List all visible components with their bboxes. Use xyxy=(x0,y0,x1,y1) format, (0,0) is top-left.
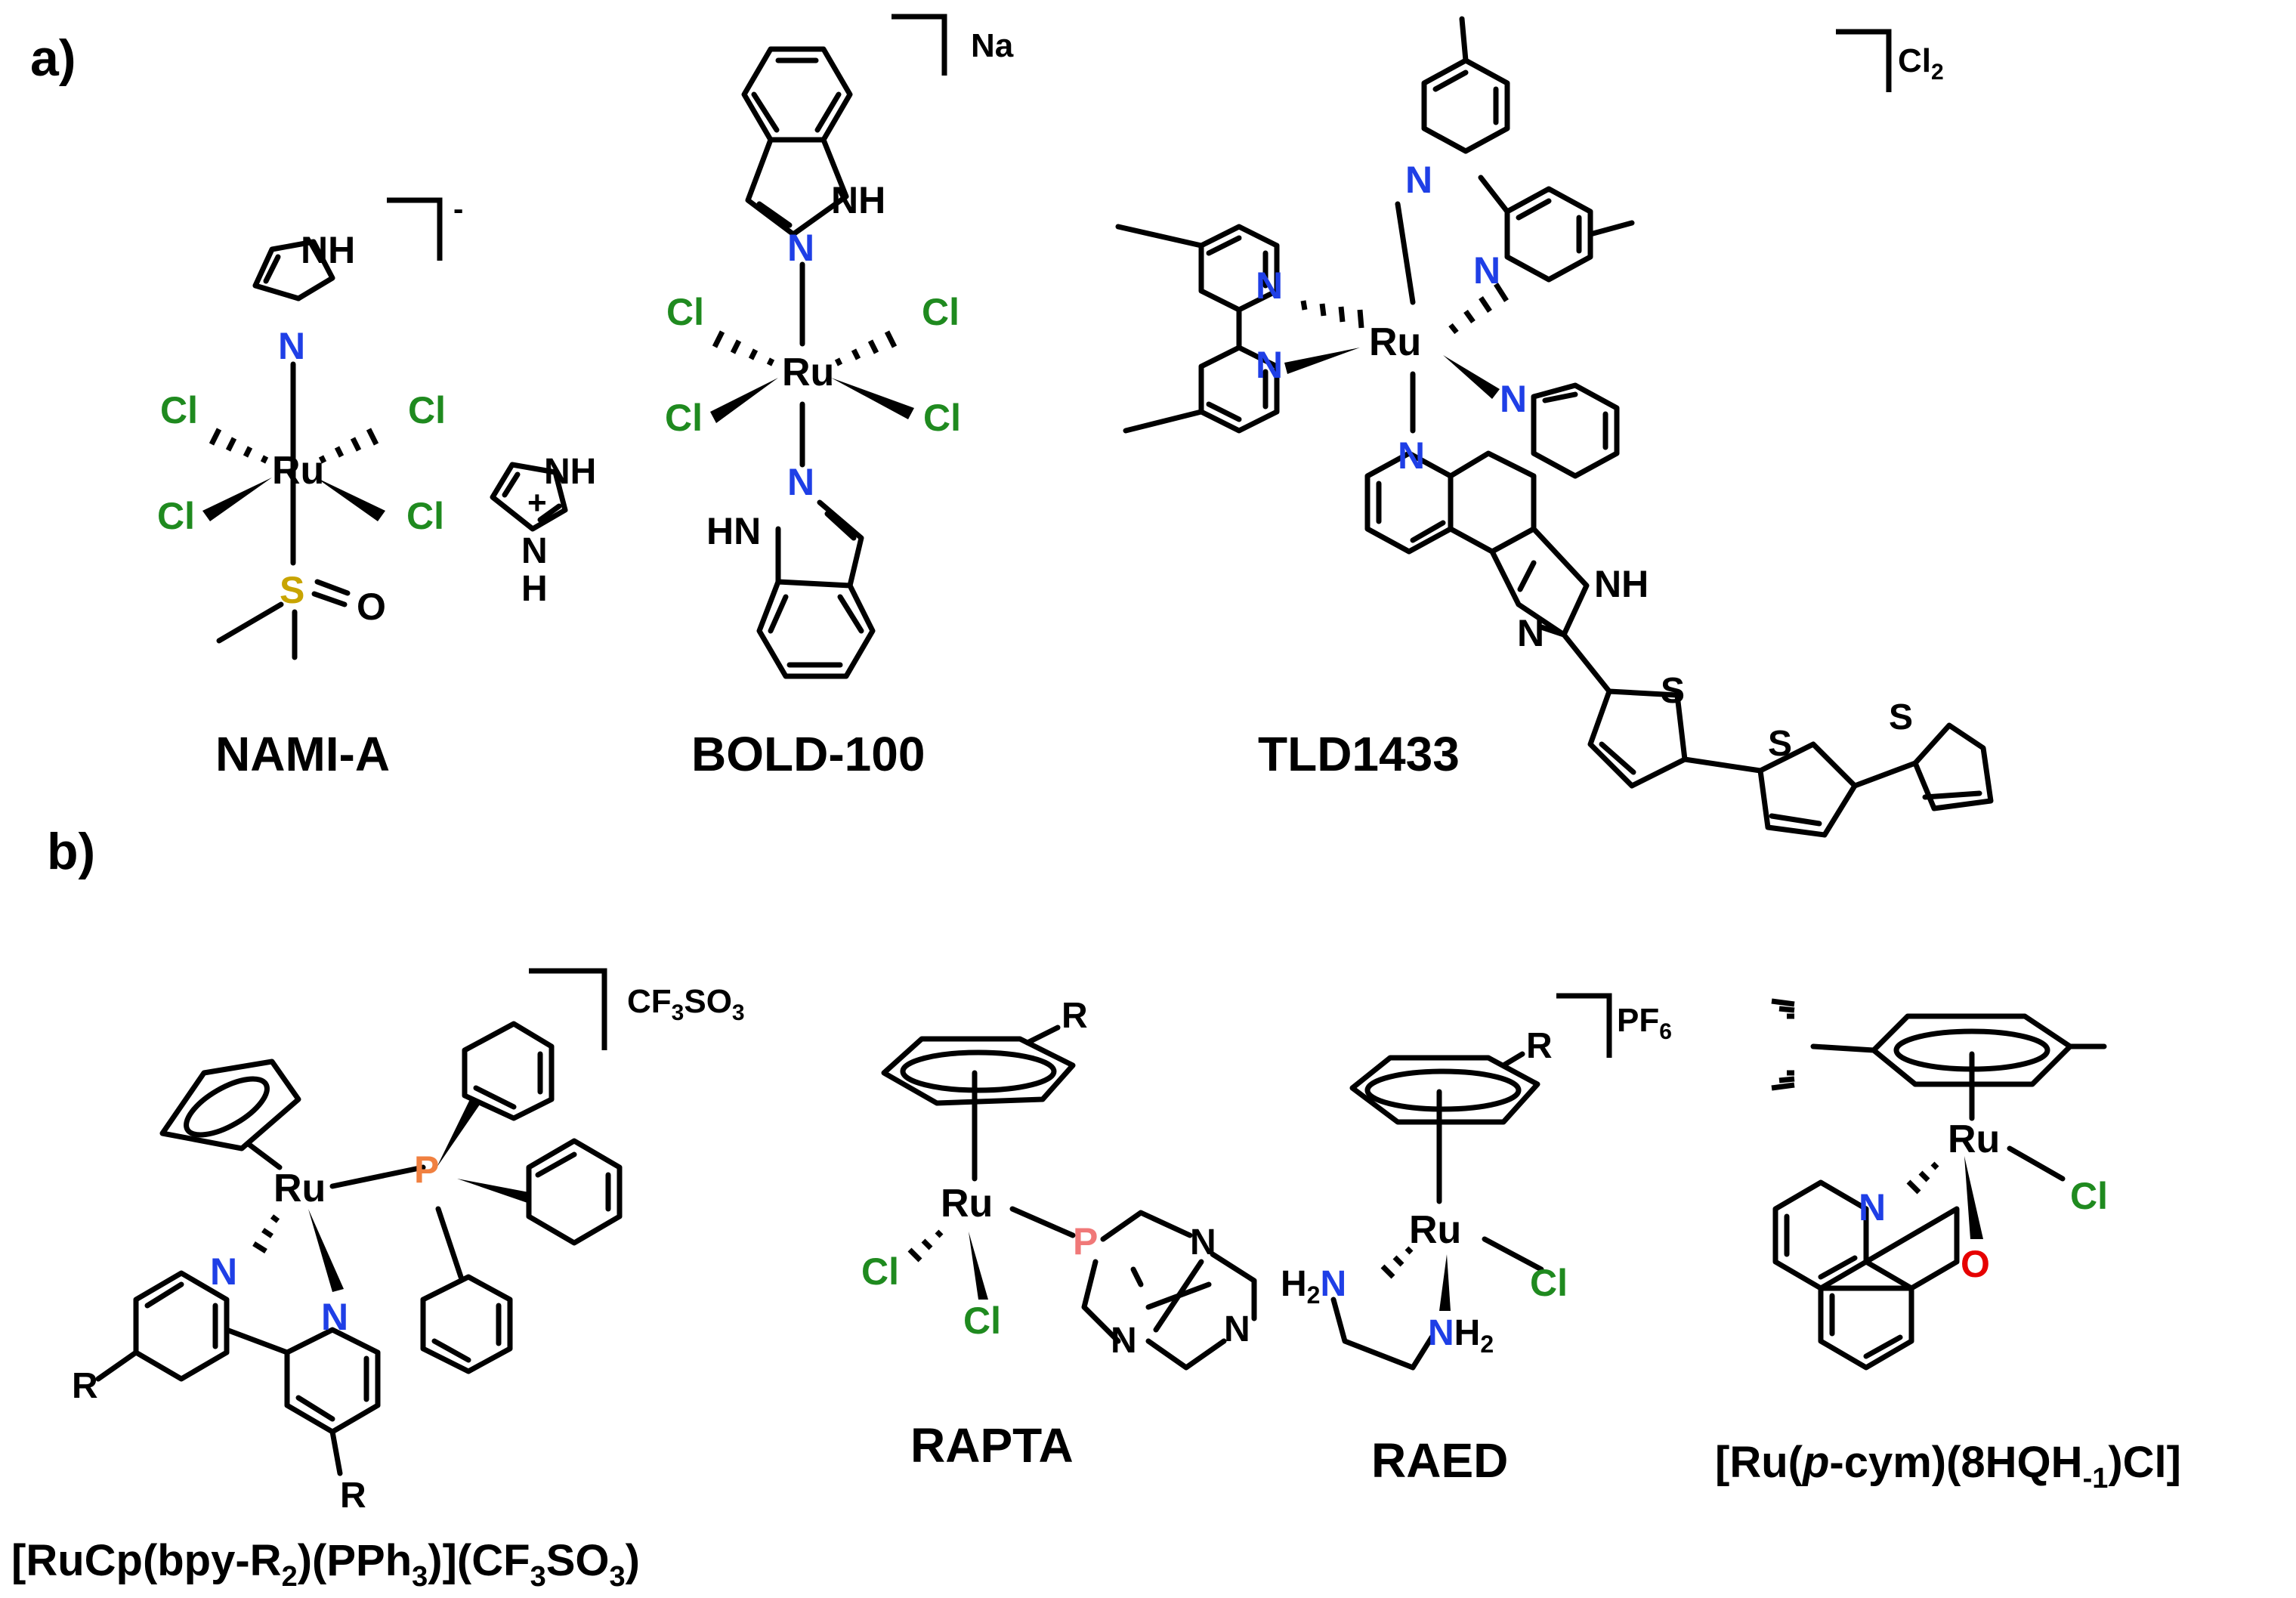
nami-a-cl-ur: Cl xyxy=(408,389,446,431)
raed-h2n: H2N xyxy=(1281,1264,1346,1309)
rapta-n2: N xyxy=(1111,1321,1137,1361)
ru-pcym-ru: Ru xyxy=(1948,1117,2000,1161)
rapta-n3: N xyxy=(1224,1309,1250,1349)
raed-cl: Cl xyxy=(1530,1262,1568,1304)
rucp-structure xyxy=(95,968,623,1476)
raed-counter-ion: PF6 xyxy=(1617,1002,1672,1044)
nami-a-cation-plus: + xyxy=(527,484,547,521)
ru-pcym-name: [Ru(p-cym)(8HQH-1)Cl] xyxy=(1715,1438,2181,1494)
rapta-p: P xyxy=(1073,1220,1098,1263)
bold-100-n-bottom: N xyxy=(787,461,814,503)
bold-100-counter-ion: Na xyxy=(971,27,1014,64)
nami-a-cl-lr: Cl xyxy=(406,495,444,537)
ru-pcym-o: O xyxy=(1961,1243,1990,1285)
tld1433-n-left2: N xyxy=(1256,344,1283,386)
raed-structure xyxy=(1330,993,1612,1371)
bold-100-structure xyxy=(710,14,947,679)
bold-100-nh-top: NH xyxy=(831,179,885,221)
rucp-p: P xyxy=(414,1148,439,1191)
raed-r: R xyxy=(1526,1026,1553,1066)
bold-100-cl-ur: Cl xyxy=(922,291,959,333)
bold-100-hn-bottom: HN xyxy=(706,510,761,552)
raed-nh2: NH2 xyxy=(1428,1313,1494,1358)
rapta-structure xyxy=(881,1025,1257,1371)
bold-100-n-top: N xyxy=(787,227,814,269)
panel-label-b: b) xyxy=(47,823,95,880)
bold-100-name: BOLD-100 xyxy=(691,727,925,781)
rucp-counter-ion: CF3SO3 xyxy=(627,983,745,1025)
tld1433-n-imid: N xyxy=(1517,612,1544,654)
nami-a-charge: - xyxy=(453,193,463,226)
tld1433-name: TLD1433 xyxy=(1258,727,1460,781)
rucp-name: [RuCp(bpy-R2)(PPh3)](CF3SO3) xyxy=(11,1536,640,1593)
ru-pcym-n: N xyxy=(1859,1186,1886,1229)
tld1433-n-left1: N xyxy=(1256,264,1283,307)
ru-pcym-structure xyxy=(1771,998,2107,1371)
rucp-n1: N xyxy=(210,1250,237,1293)
bold-100-ru: Ru xyxy=(782,351,834,394)
rapta-n1: N xyxy=(1190,1222,1216,1263)
nami-a-structure xyxy=(202,197,568,660)
rapta-ru: Ru xyxy=(941,1182,993,1226)
nami-a-nh-label: NH xyxy=(301,229,355,271)
rucp-r1: R xyxy=(72,1366,98,1406)
tld1433-counter-ion: Cl2 xyxy=(1898,42,1944,85)
tld1433-nh: NH xyxy=(1594,563,1649,605)
nami-a-cl-ll: Cl xyxy=(157,495,195,537)
ru-pcym-cl: Cl xyxy=(2070,1175,2108,1217)
rucp-n2: N xyxy=(321,1296,348,1338)
tld1433-s3: S xyxy=(1889,697,1913,737)
raed-name: RAED xyxy=(1371,1433,1508,1488)
tld1433-n-top1: N xyxy=(1405,159,1432,201)
tld1433-n-top2: N xyxy=(1473,249,1500,292)
nami-a-cation-nh: NH xyxy=(544,452,596,492)
nami-a-cation-n: N xyxy=(521,531,548,571)
tld1433-n-phen2: N xyxy=(1500,378,1527,420)
tld1433-ru: Ru xyxy=(1369,320,1421,364)
rapta-r: R xyxy=(1061,996,1088,1036)
nami-a-name: NAMI-A xyxy=(215,727,390,781)
tld1433-s2: S xyxy=(1768,724,1792,764)
nami-a-ru-label: Ru xyxy=(272,449,324,493)
nami-a-cl-ul: Cl xyxy=(160,389,198,431)
rapta-name: RAPTA xyxy=(910,1418,1074,1473)
rapta-cl-left: Cl xyxy=(861,1250,899,1293)
nami-a-o-label: O xyxy=(357,586,386,628)
rucp-r2: R xyxy=(340,1476,366,1516)
tld1433-n-phen1: N xyxy=(1398,434,1425,477)
bold-100-cl-lr: Cl xyxy=(923,397,961,439)
nami-a-s-label: S xyxy=(280,569,304,611)
bold-100-cl-ul: Cl xyxy=(666,291,704,333)
rucp-ru: Ru xyxy=(273,1167,326,1210)
nami-a-n-label: N xyxy=(278,325,305,367)
tld1433-structure xyxy=(1115,16,1994,838)
tld1433-s1: S xyxy=(1661,671,1685,711)
nami-a-cation-h: H xyxy=(521,569,548,609)
bold-100-cl-ll: Cl xyxy=(665,397,703,439)
panel-label-a: a) xyxy=(30,29,76,87)
raed-ru: Ru xyxy=(1409,1208,1461,1252)
rapta-cl-bottom: Cl xyxy=(963,1300,1001,1342)
